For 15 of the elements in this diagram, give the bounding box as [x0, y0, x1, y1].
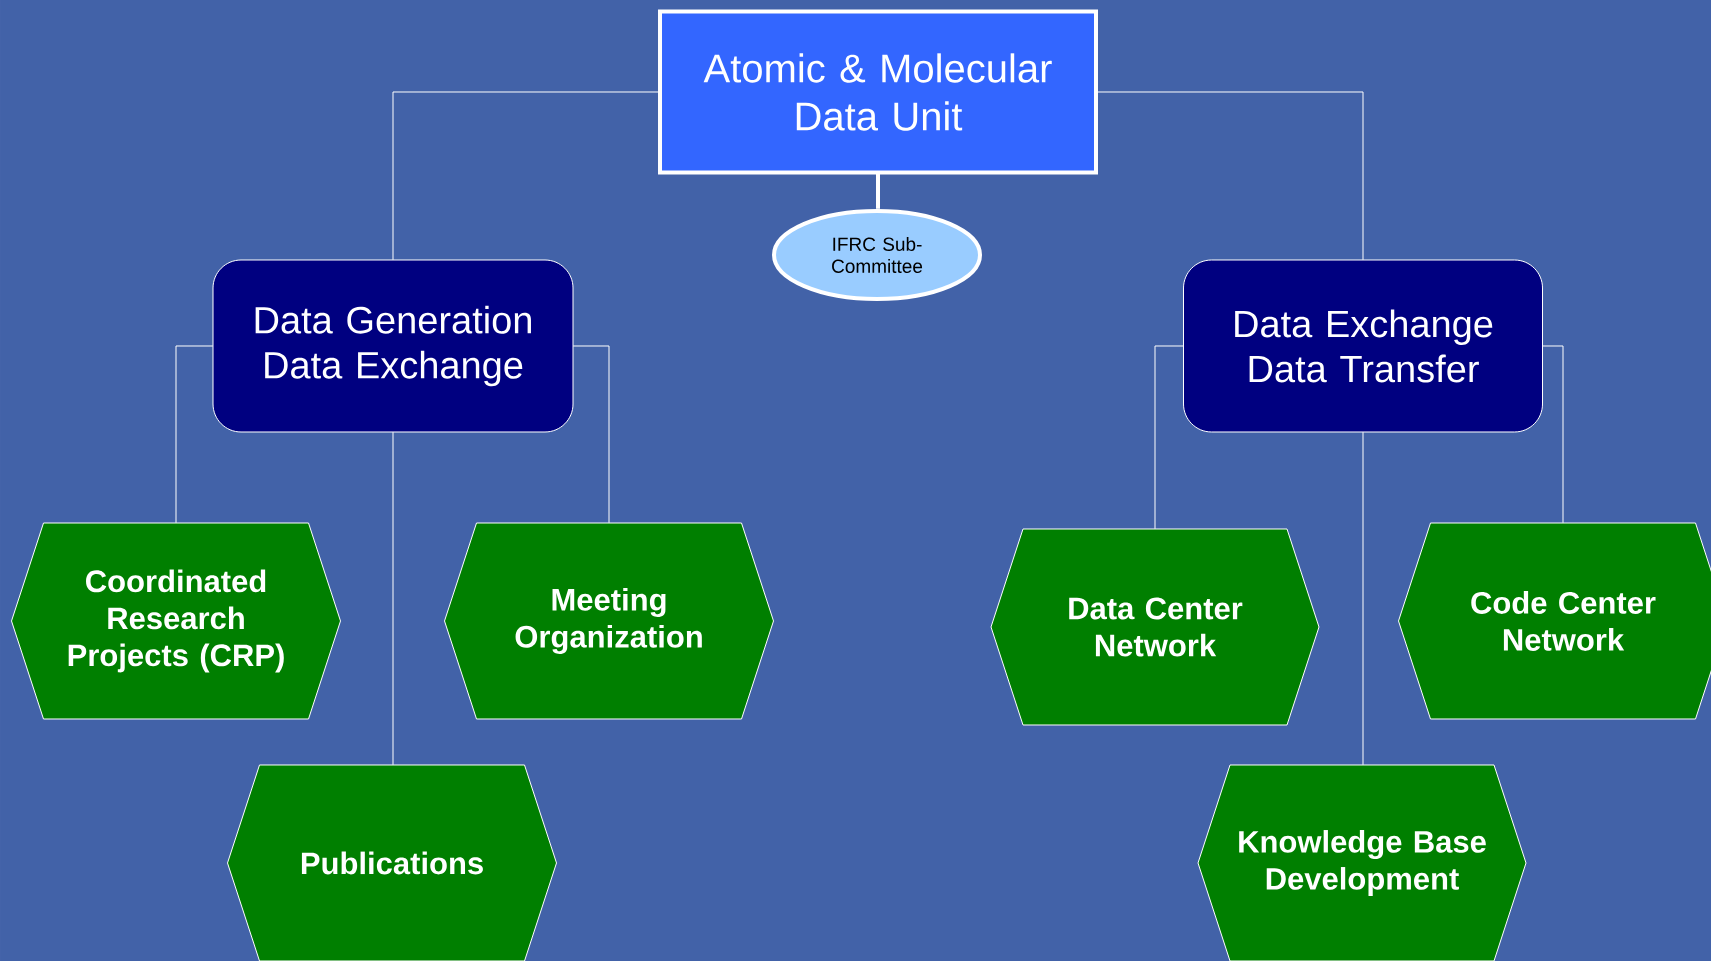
connector-line: [1095, 91, 1364, 261]
connector-line: [1362, 431, 1364, 766]
activity-hexagon: Data Center Network: [990, 528, 1320, 726]
division-box: Data Exchange Data Transfer: [1183, 259, 1543, 433]
connector-line: [175, 345, 214, 524]
activity-hexagon: Code Center Network: [1398, 522, 1711, 720]
connector-line: [1154, 345, 1184, 530]
connector-line: [1542, 345, 1564, 524]
connector-line: [572, 345, 610, 524]
activity-hexagon: Knowledge Base Development: [1197, 764, 1527, 961]
connector-line: [392, 91, 661, 261]
division-box: Data Generation Data Exchange: [212, 259, 574, 433]
connector-line: [392, 431, 394, 766]
connector-line: [876, 172, 880, 209]
title-box: Atomic & Molecular Data Unit: [658, 9, 1098, 175]
